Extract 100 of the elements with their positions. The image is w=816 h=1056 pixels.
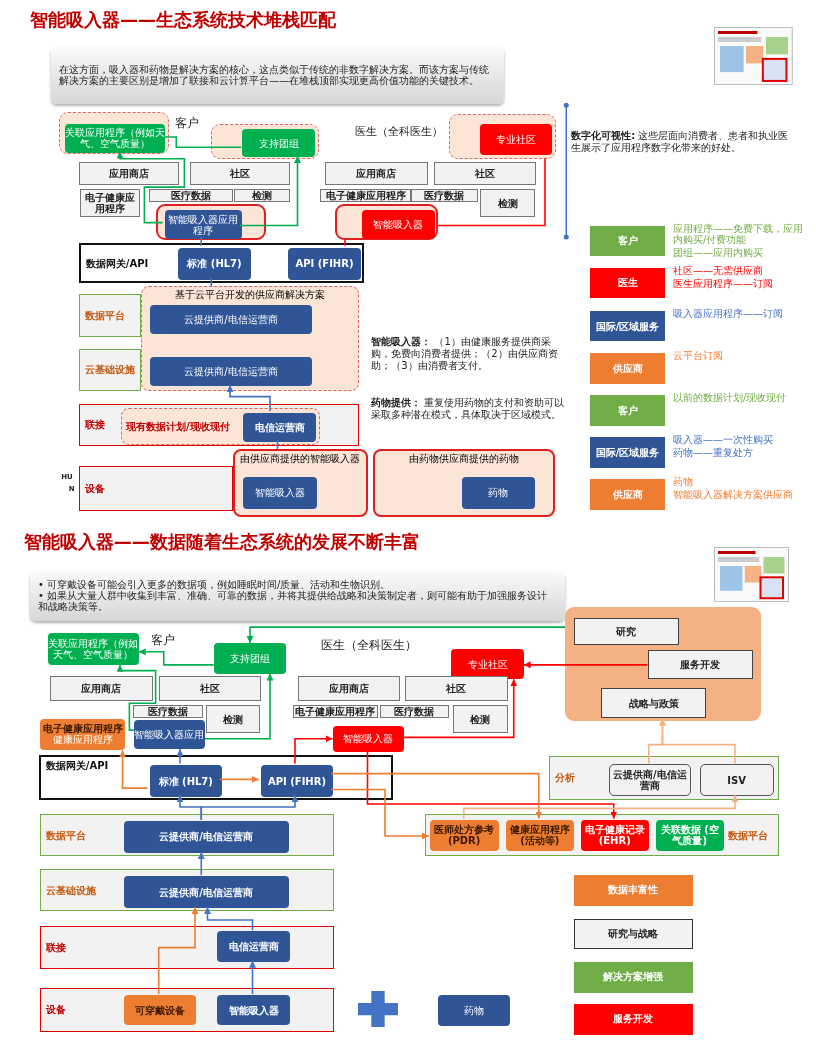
connector-arrow xyxy=(462,794,739,820)
box-label: 云提供商/电信运营商 xyxy=(611,769,688,792)
group-panel xyxy=(372,448,555,517)
box-label: 检测 xyxy=(251,190,272,201)
box-label: 电信运营商 xyxy=(228,940,279,952)
box-label: 智能吸入器 xyxy=(373,219,424,231)
connector-line xyxy=(276,439,279,450)
connector-arrow xyxy=(402,678,518,739)
connector-arrow xyxy=(176,748,184,765)
service-box xyxy=(123,876,289,908)
group-panel xyxy=(565,606,762,722)
box-label: 供应商 xyxy=(612,488,643,500)
layer-band xyxy=(40,869,334,912)
box-label: 社区 xyxy=(446,683,467,695)
box-label: 应用商店 xyxy=(108,167,149,179)
layer-band xyxy=(78,348,142,391)
legend-swatch: 研究与战略 xyxy=(573,918,693,950)
connector-arrow xyxy=(366,751,618,820)
category-box xyxy=(405,676,508,702)
connector-arrow xyxy=(522,661,649,669)
box-label: 可穿戴设备 xyxy=(134,1004,185,1016)
service-box xyxy=(40,718,125,751)
description-text: 智能吸入器解决方案供应商 xyxy=(673,489,794,501)
service-box xyxy=(362,210,435,240)
group-panel xyxy=(156,203,267,240)
connector-arrow xyxy=(157,906,199,995)
box-label: 云提供商/电信运营商 xyxy=(159,886,253,898)
category-box xyxy=(148,189,233,203)
box-label: 医师处方参考 (PDR) xyxy=(433,824,496,847)
box-label: 云提供商/电信运营商 xyxy=(184,313,278,325)
box-label: 云提供商/电信运营商 xyxy=(184,366,278,377)
category-box xyxy=(590,479,665,510)
box-label: 电子健康应用程序 xyxy=(325,190,406,201)
layer-label: 联接 xyxy=(84,419,105,431)
box-label: 国际/区域服务 xyxy=(595,320,660,332)
box-label: 电子健康记录 (EHR) xyxy=(583,824,646,847)
connector-arrow xyxy=(116,664,157,731)
category-box xyxy=(452,705,508,733)
group-title: 由供应商提供的智能吸入器 xyxy=(240,452,360,464)
note-text: • 如果从大量人群中收集到丰富、准确、可靠的数据，并将其提供给战略和决策制定者，则可能有助于加强服务设计和战略决策等。 xyxy=(38,590,549,613)
box-label: 电信运营商 xyxy=(254,422,305,434)
description-text: 药物——重复处方 xyxy=(673,447,754,459)
connector-arrow xyxy=(246,626,566,644)
service-box xyxy=(242,129,315,157)
box-label: 客户 xyxy=(617,404,638,416)
box-label: 服务开发 xyxy=(680,659,720,671)
box-label: 医疗数据 xyxy=(394,706,435,717)
description-text: 应用程序——免费下载，应用内购买/付费功能 xyxy=(673,222,804,245)
layer-label: 设备 xyxy=(46,1004,66,1016)
layer-band xyxy=(40,814,334,857)
legend-swatch: 服务开发 xyxy=(573,1004,693,1035)
box-label: 智能吸入器应用 xyxy=(134,728,205,740)
group-panel xyxy=(141,286,359,391)
service-box xyxy=(217,931,290,962)
column-heading: 客户 xyxy=(175,115,199,133)
slide-title: 智能吸入器——生态系统技术堆栈匹配 xyxy=(30,8,336,32)
category-box xyxy=(190,161,290,185)
category-box xyxy=(573,618,679,645)
connector-arrow xyxy=(219,775,260,783)
box-label: 客户 xyxy=(617,235,638,247)
service-box xyxy=(149,304,313,334)
layer-label: 云基础设施 xyxy=(46,884,96,896)
layer-label: 分析 xyxy=(554,772,575,784)
category-box xyxy=(699,764,774,797)
category-box xyxy=(590,311,665,342)
box-label: 社区 xyxy=(230,167,250,179)
box-label: 智能吸入器 xyxy=(343,733,394,745)
category-box xyxy=(158,676,262,702)
box-label: 关联数据 (空气质量) xyxy=(659,824,720,847)
service-box xyxy=(213,643,287,674)
column-heading: 医生（全科医生） xyxy=(321,637,418,655)
category-box xyxy=(411,189,478,203)
box-label: API (FIHR) xyxy=(295,258,354,270)
box-label: 医生 xyxy=(617,277,638,289)
connector-arrow xyxy=(197,851,205,876)
column-heading: 医生（全科医生） xyxy=(355,124,443,139)
note-text: • 可穿戴设备可能会引入更多的数据项，例如睡眠时间/质量、活动和生物识别。 xyxy=(38,579,391,591)
box-label: 智能吸入器 xyxy=(255,487,306,499)
group-title: 现有数据计划/现收现付 xyxy=(126,421,230,433)
description-text: 吸入器——一次性购买 xyxy=(673,434,774,446)
box-label: 健康应用程序 (活动等) xyxy=(508,824,571,847)
layer-band xyxy=(548,756,779,800)
layer-label: 数据网关/API xyxy=(85,257,149,269)
group-panel xyxy=(58,112,169,155)
box-label: 应用商店 xyxy=(81,683,122,695)
box-label: 检测 xyxy=(223,713,244,725)
layer-label: 数据平台 xyxy=(84,309,125,321)
layer-label: 数据网关/API xyxy=(45,759,109,771)
connector-arrow xyxy=(249,959,256,995)
service-box xyxy=(178,247,251,280)
group-panel xyxy=(448,113,557,159)
category-box xyxy=(647,650,753,680)
connector-arrow xyxy=(116,150,186,224)
box-label: 电子健康应用程序 xyxy=(84,192,136,214)
legend-swatch: 数据丰富性 xyxy=(573,875,693,906)
box-label: 智能吸入器 xyxy=(228,1004,279,1016)
description-text: 云平台订阅 xyxy=(673,350,724,362)
box-label: 专业社区 xyxy=(467,658,508,670)
box-label: 智能吸入器应用程序 xyxy=(167,213,240,236)
layer-label: 联接 xyxy=(46,942,66,954)
